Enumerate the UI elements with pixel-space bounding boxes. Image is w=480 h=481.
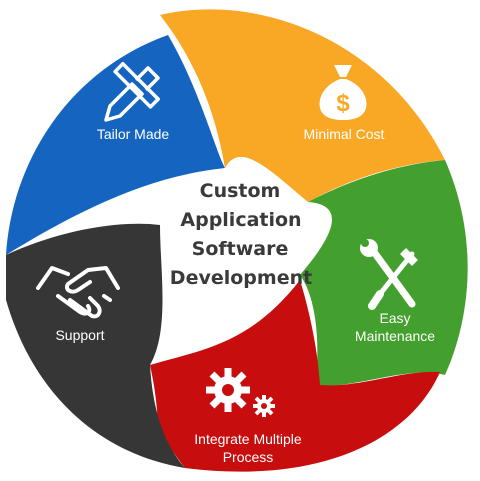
center-title-line-3: Software [192,238,289,260]
segment-integrate-multiple-process-label-line-1: Integrate Multiple [194,431,302,447]
segment-easy-maintenance-label-line-1: Easy [379,310,410,326]
center-title-line-1: Custom [200,180,281,202]
wrench-screwdriver-icon [360,239,418,310]
segment-easy-maintenance-label-line-2: Maintenance [355,328,435,344]
segment-minimal-cost-label: Minimal Cost [304,126,385,142]
segment-minimal-cost [160,9,445,202]
segment-easy-maintenance [300,160,468,386]
money-bag-icon: $ [319,65,367,120]
segment-support [6,223,185,468]
segment-integrate-multiple-process [150,280,440,472]
ruler-pencil-icon [104,62,160,122]
center-title: Custom Application Software Development [170,180,312,289]
center-title-line-2: Application [180,209,301,231]
segment-tailor-made-label: Tailor Made [97,126,170,142]
center-title-line-4: Development [170,267,312,289]
segment-integrate-multiple-process-label-line-2: Process [223,449,274,465]
handshake-icon [36,266,120,319]
svg-text:$: $ [336,90,350,117]
gears-icon [206,368,275,417]
segment-support-label: Support [55,327,104,343]
segment-tailor-made [6,35,225,255]
